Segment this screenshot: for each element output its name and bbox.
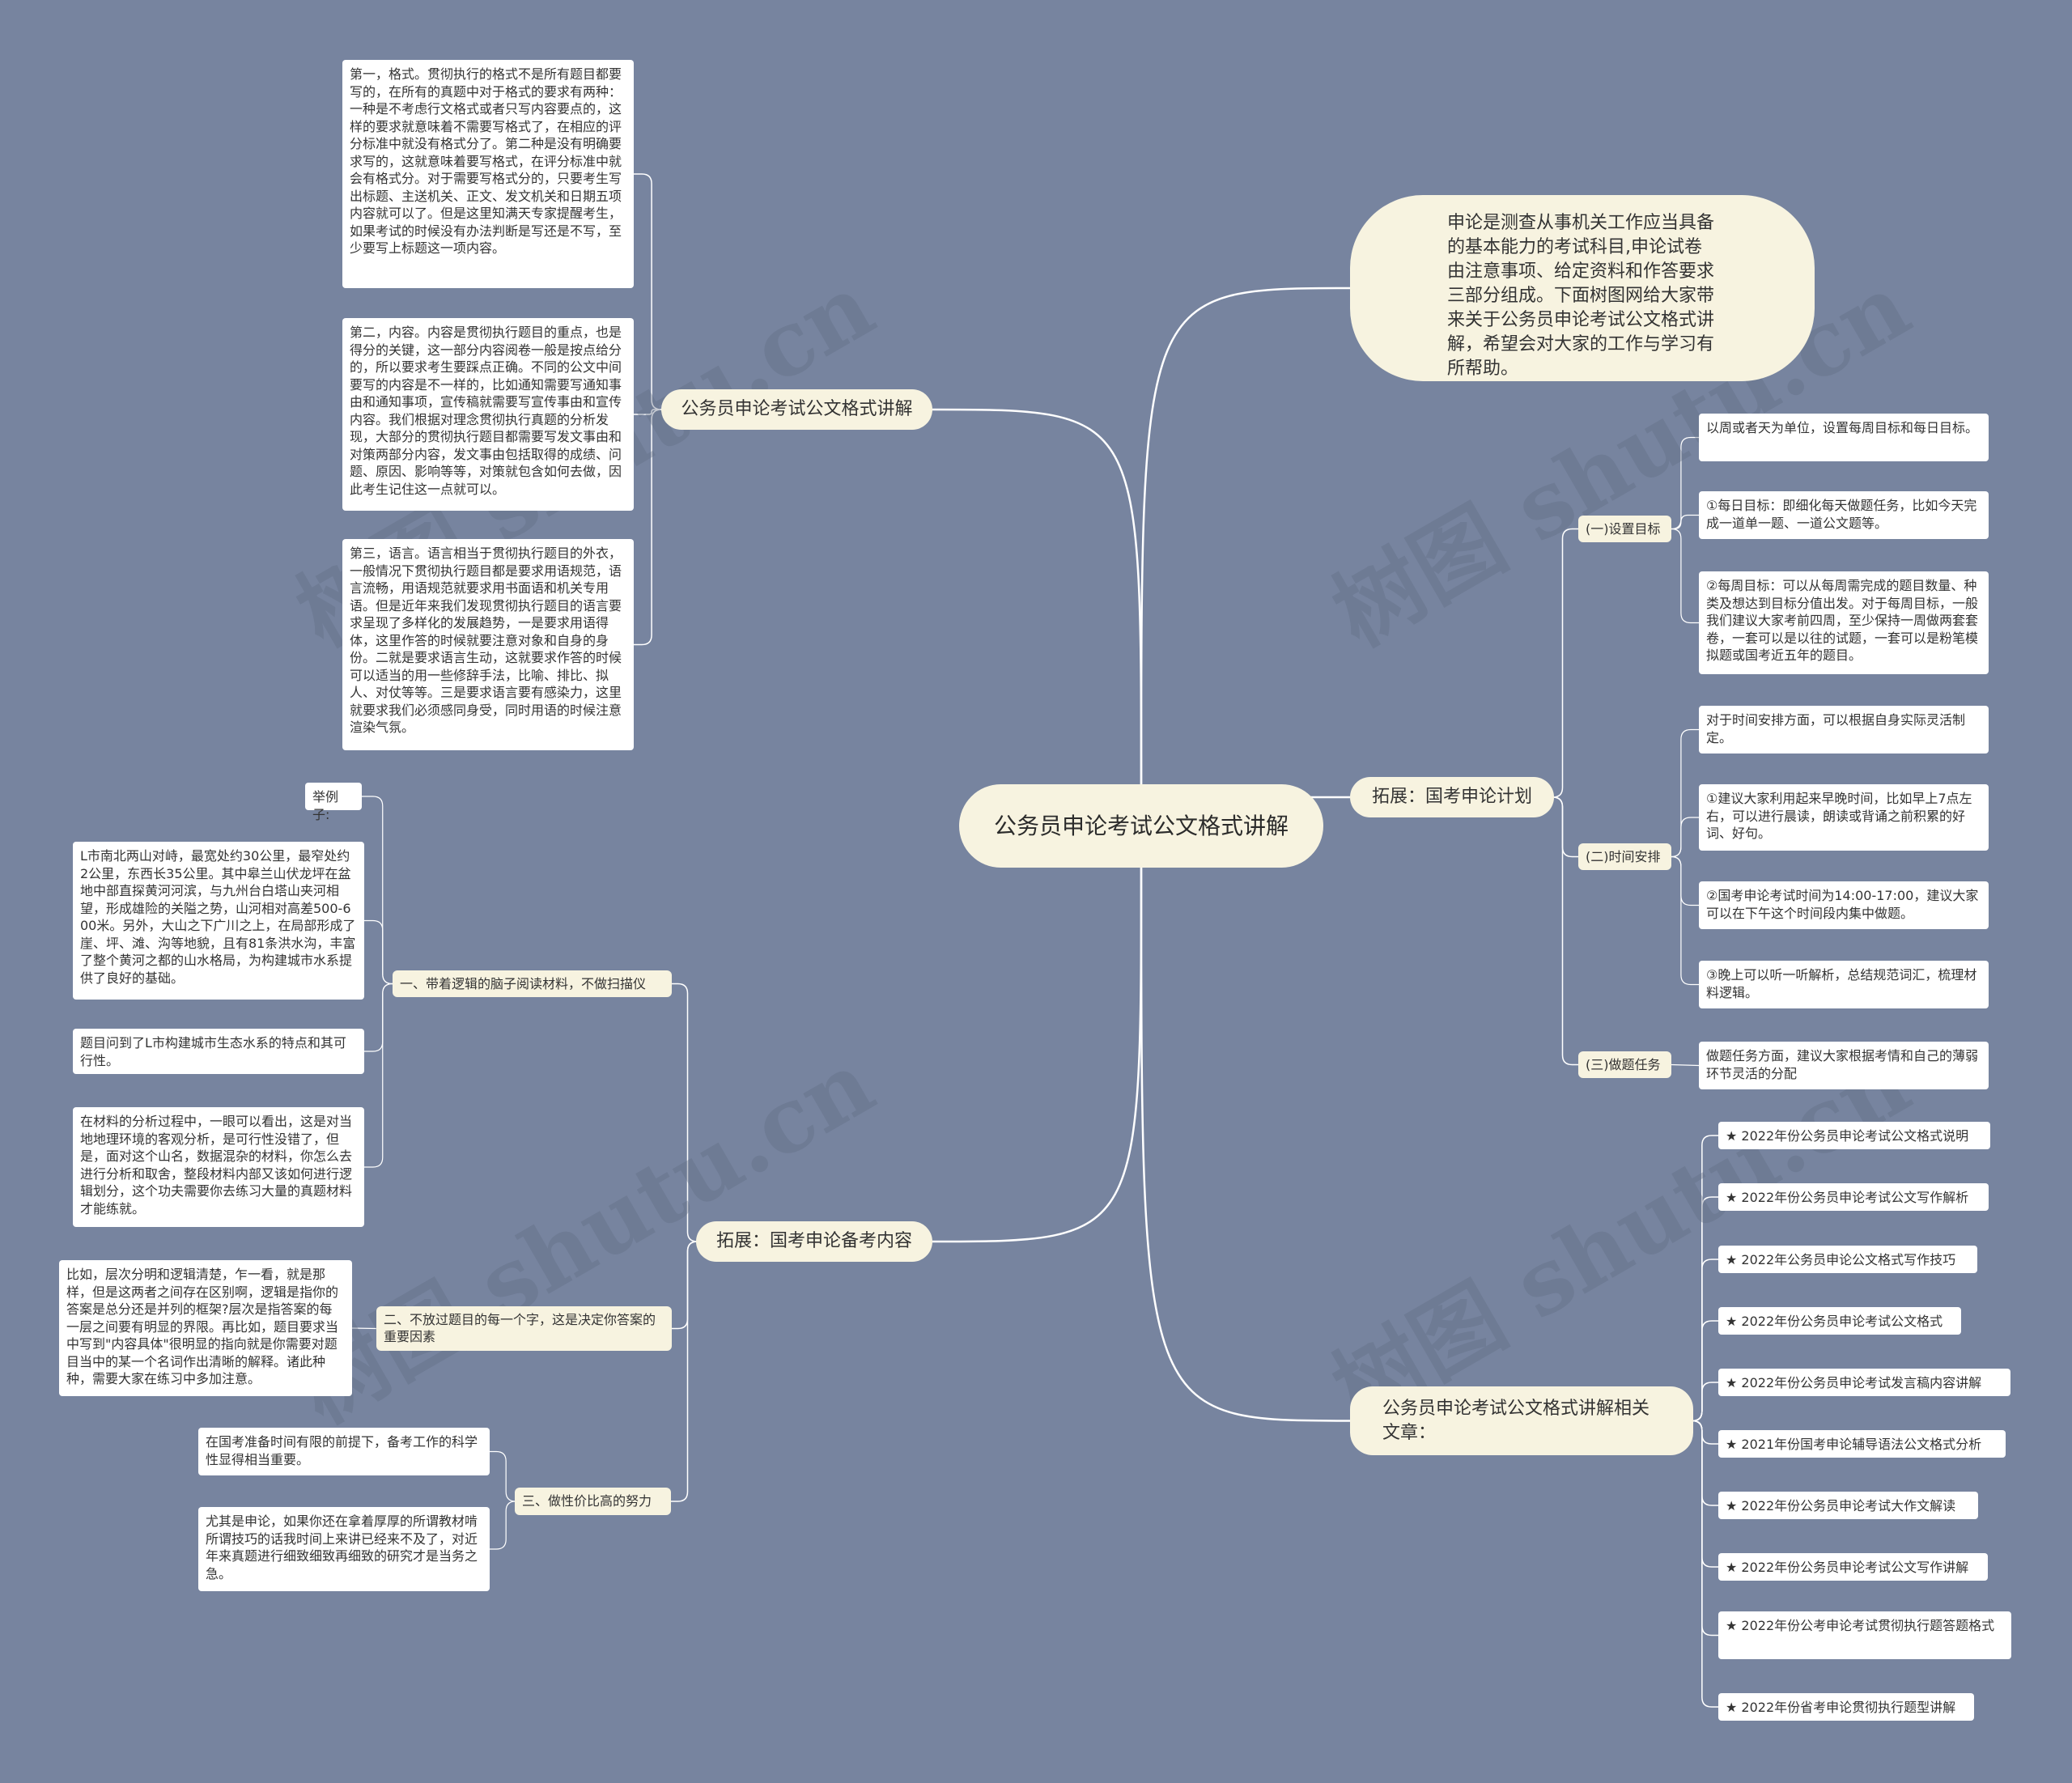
root-topic[interactable]: 公务员申论考试公文格式讲解 [959, 784, 1323, 868]
branch-connector [1692, 1320, 1718, 1422]
plan-tasks-detail: 做题任务方面，建议大家根据考情和自己的薄弱环节灵活的分配 [1699, 1042, 1989, 1089]
branch-format[interactable]: 公务员申论考试公文格式讲解 [661, 389, 932, 430]
related-article-link[interactable]: ★ 2022年份公考申论考试贯彻执行题答题格式 [1718, 1611, 2011, 1659]
branch-related[interactable]: 公务员申论考试公文格式讲解相关文章： [1350, 1386, 1693, 1455]
plan-tasks[interactable]: (三)做题任务 [1578, 1051, 1671, 1078]
related-article-link[interactable]: ★ 2022年公务员申论公文格式写作技巧 [1718, 1246, 1977, 1273]
branch-connector [1671, 728, 1699, 858]
related-article-link[interactable]: ★ 2022年份省考申论贯彻执行题型讲解 [1718, 1693, 1974, 1721]
branch-connector [351, 1327, 377, 1330]
plan-goal-weekly: ②每周目标：可以从每周需完成的题目数量、种类及想达到目标分值出发。对于每周目标，… [1699, 571, 1989, 674]
root-connector [932, 862, 1143, 1243]
branch-connector [1552, 796, 1578, 858]
prep-point-2-detail: 比如，层次分明和逻辑清楚，乍一看，就是那样，但是这两者之间存在区别啊，逻辑是指你… [59, 1260, 352, 1396]
prep-point-1[interactable]: 一、带着逻辑的脑子阅读材料，不做扫描仪 [393, 970, 672, 997]
root-connector [1140, 287, 1351, 790]
plan-schedule-afternoon: ②国考申论考试时间为14:00-17:00，建议大家可以在下午这个时间段内集中做… [1699, 881, 1989, 929]
branch-connector [490, 1501, 516, 1550]
branch-connector [1692, 1259, 1718, 1422]
branch-connector [364, 983, 393, 1168]
branch-connector [1692, 1135, 1718, 1422]
branch-connector [1692, 1420, 1718, 1506]
branch-connector [634, 173, 662, 410]
format-point-1: 第一，格式。贯彻执行的格式不是所有题目都要写的，在所有的真题中对于格式的要求有两… [342, 60, 634, 288]
branch-connector [634, 409, 662, 646]
branch-connector [671, 1241, 698, 1502]
plan-goal-daily: ①每日目标：即细化每天做题任务，比如今天完成一道单一题、一道公文题等。 [1699, 491, 1989, 539]
branch-plan[interactable]: 拓展：国考申论计划 [1350, 777, 1554, 817]
example-label: 举例子: [305, 783, 362, 822]
branch-connector [672, 983, 698, 1242]
related-article-link[interactable]: ★ 2022年份公务员申论考试发言稿内容讲解 [1718, 1369, 2010, 1396]
branch-connector [1692, 1382, 1718, 1422]
branch-connector [672, 1241, 698, 1330]
branch-prep[interactable]: 拓展：国考申论备考内容 [696, 1221, 932, 1262]
format-point-2: 第二，内容。内容是贯彻执行题目的重点，也是得分的关键，这一部分内容阅卷一般是按点… [342, 318, 634, 511]
prep-point-3[interactable]: 三、做性价比高的努力 [515, 1488, 671, 1515]
branch-connector [634, 409, 661, 415]
related-article-link[interactable]: ★ 2021年份国考申论辅导语法公文格式分析 [1718, 1430, 2006, 1458]
branch-connector [1552, 796, 1578, 1066]
format-point-3: 第三，语言。语言相当于贯彻执行题目的外衣，一般情况下贯彻执行题目都是要求用语规范… [342, 539, 634, 750]
example-material: L市南北两山对峙，最宽处约30公里，最窄处约2公里，东西长35公里。其中皋兰山伏… [73, 842, 364, 1000]
related-article-link[interactable]: ★ 2022年份公务员申论考试公文写作解析 [1718, 1183, 1989, 1211]
plan-goal-detail: 以周或者天为单位，设置每周目标和每日目标。 [1699, 414, 1989, 461]
plan-schedule-detail: 对于时间安排方面，可以根据自身实际灵活制定。 [1699, 706, 1989, 754]
branch-connector [1692, 1420, 1718, 1708]
plan-schedule[interactable]: (二)时间安排 [1578, 843, 1671, 870]
related-article-link[interactable]: ★ 2022年份公务员申论考试公文格式 [1718, 1307, 1961, 1335]
example-analysis: 在材料的分析过程中，一眼可以看出，这是对当地地理环境的客观分析，是可行性没错了，… [73, 1107, 364, 1227]
branch-connector [1671, 528, 1699, 624]
branch-connector [1671, 855, 1699, 906]
root-connector [1140, 862, 1351, 1422]
plan-schedule-morning: ①建议大家利用起来早晚时间，比如早上7点左右，可以进行晨读，朗读或背诵之前积累的… [1699, 784, 1989, 851]
related-article-link[interactable]: ★ 2022年份公务员申论考试大作文解读 [1718, 1492, 1978, 1519]
branch-connector [1671, 855, 1699, 986]
plan-goal[interactable]: (一)设置目标 [1578, 516, 1671, 542]
branch-connector [1692, 1196, 1718, 1422]
branch-connector [1671, 514, 1699, 530]
branch-connector [1671, 1063, 1700, 1067]
branch-connector [1692, 1420, 1718, 1637]
prep-point-2[interactable]: 二、不放过题目的每一个字，这是决定你答案的重要因素 [376, 1306, 672, 1351]
branch-connector [364, 983, 393, 1052]
branch-connector [1552, 528, 1578, 798]
branch-connector [1671, 817, 1699, 858]
related-article-link[interactable]: ★ 2022年份公务员申论考试公文写作讲解 [1718, 1553, 1988, 1581]
example-question: 题目问到了L市构建城市生态水系的特点和其可行性。 [73, 1029, 364, 1074]
branch-connector [362, 796, 393, 985]
branch-connector [364, 919, 393, 985]
branch-connector [490, 1450, 516, 1502]
intro-summary[interactable]: 申论是测查从事机关工作应当具备的基本能力的考试科目,申论试卷由注意事项、给定资料… [1350, 195, 1815, 381]
prep-point-3-detail-2: 尤其是申论，如果你还在拿着厚厚的所谓教材啃所谓技巧的话我时间上来讲已经来不及了，… [198, 1507, 490, 1591]
root-connector [932, 408, 1143, 790]
plan-schedule-evening: ③晚上可以听一听解析，总结规范词汇，梳理材料逻辑。 [1699, 961, 1989, 1008]
prep-point-3-detail-1: 在国考准备时间有限的前提下，备考工作的科学性显得相当重要。 [198, 1428, 490, 1475]
related-article-link[interactable]: ★ 2022年份公务员申论考试公文格式说明 [1718, 1122, 1990, 1149]
branch-connector [1692, 1420, 1718, 1445]
